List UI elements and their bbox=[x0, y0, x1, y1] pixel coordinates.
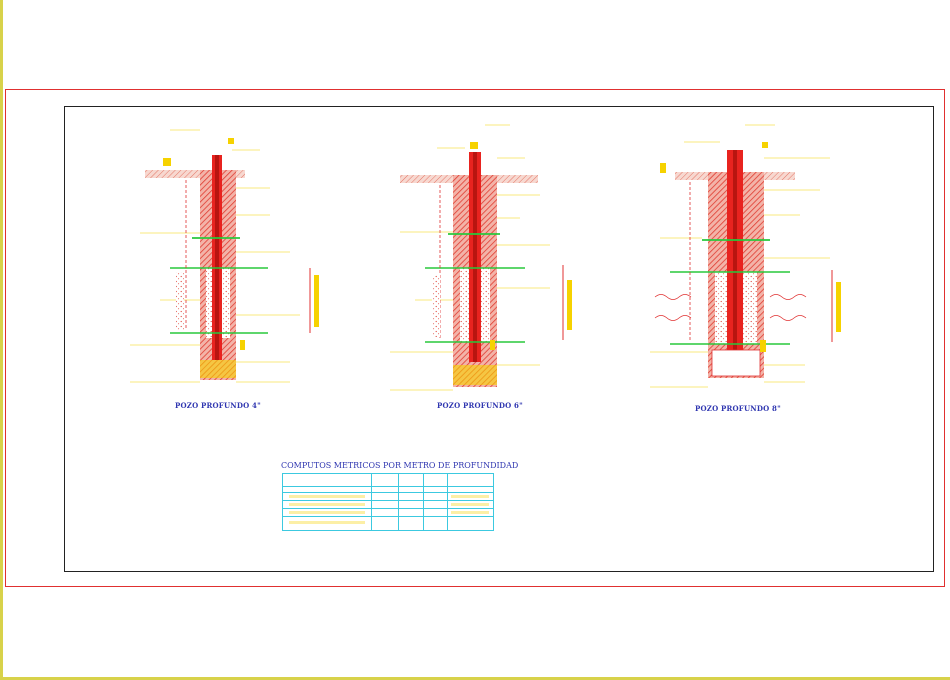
screen-marker bbox=[314, 275, 319, 327]
table-rule bbox=[283, 486, 493, 487]
annotation-tag bbox=[163, 158, 171, 166]
leader-lines bbox=[130, 129, 300, 383]
screen-marker bbox=[836, 282, 841, 332]
table-rule bbox=[283, 508, 493, 509]
table-rule bbox=[283, 492, 493, 493]
bottom-plug bbox=[200, 360, 236, 378]
table-rule bbox=[283, 500, 493, 501]
bottom-plug bbox=[453, 365, 497, 385]
outer-frame-left bbox=[0, 0, 3, 680]
well-title-6: POZO PROFUNDO 6" bbox=[437, 401, 523, 410]
table-row bbox=[451, 503, 489, 506]
sheet-border bbox=[5, 89, 945, 587]
casing-core bbox=[733, 150, 737, 362]
annotation-tag bbox=[490, 340, 495, 350]
casing-core bbox=[215, 155, 219, 360]
outer-frame-bottom bbox=[0, 677, 950, 680]
formation-detail bbox=[432, 275, 440, 337]
well-6-inch bbox=[390, 124, 572, 391]
drawing-border bbox=[64, 106, 934, 572]
screen-marker bbox=[567, 280, 572, 330]
table-title: COMPUTOS METRICOS POR METRO DE PROFUNDID… bbox=[281, 461, 519, 470]
casing-core bbox=[473, 152, 477, 362]
table-row bbox=[451, 511, 489, 514]
formation-detail bbox=[176, 272, 184, 330]
sump bbox=[711, 349, 761, 377]
well-title-8: POZO PROFUNDO 8" bbox=[695, 404, 781, 413]
annotation-tag bbox=[470, 142, 478, 149]
well-8-inch bbox=[650, 124, 841, 388]
table-row bbox=[451, 495, 489, 498]
annotation-tag bbox=[760, 340, 766, 352]
well-4-inch bbox=[130, 129, 319, 383]
formation-waves bbox=[654, 294, 807, 321]
annotation-tag bbox=[228, 138, 234, 144]
table-row bbox=[289, 495, 365, 498]
annotation-tag bbox=[762, 142, 768, 148]
table-rule bbox=[423, 474, 424, 530]
ground-surface bbox=[145, 170, 245, 178]
annotation-tag bbox=[660, 163, 666, 173]
table-rule bbox=[398, 474, 399, 530]
table-row bbox=[289, 521, 365, 524]
leader-lines bbox=[650, 124, 830, 388]
table-rule bbox=[447, 474, 448, 530]
table-rule bbox=[371, 474, 372, 530]
quantities-table bbox=[282, 473, 494, 531]
table-rule bbox=[283, 516, 493, 517]
table-row bbox=[289, 511, 365, 514]
table-row bbox=[289, 503, 365, 506]
well-title-4: POZO PROFUNDO 4" bbox=[175, 401, 261, 410]
annotation-tag bbox=[240, 340, 245, 350]
